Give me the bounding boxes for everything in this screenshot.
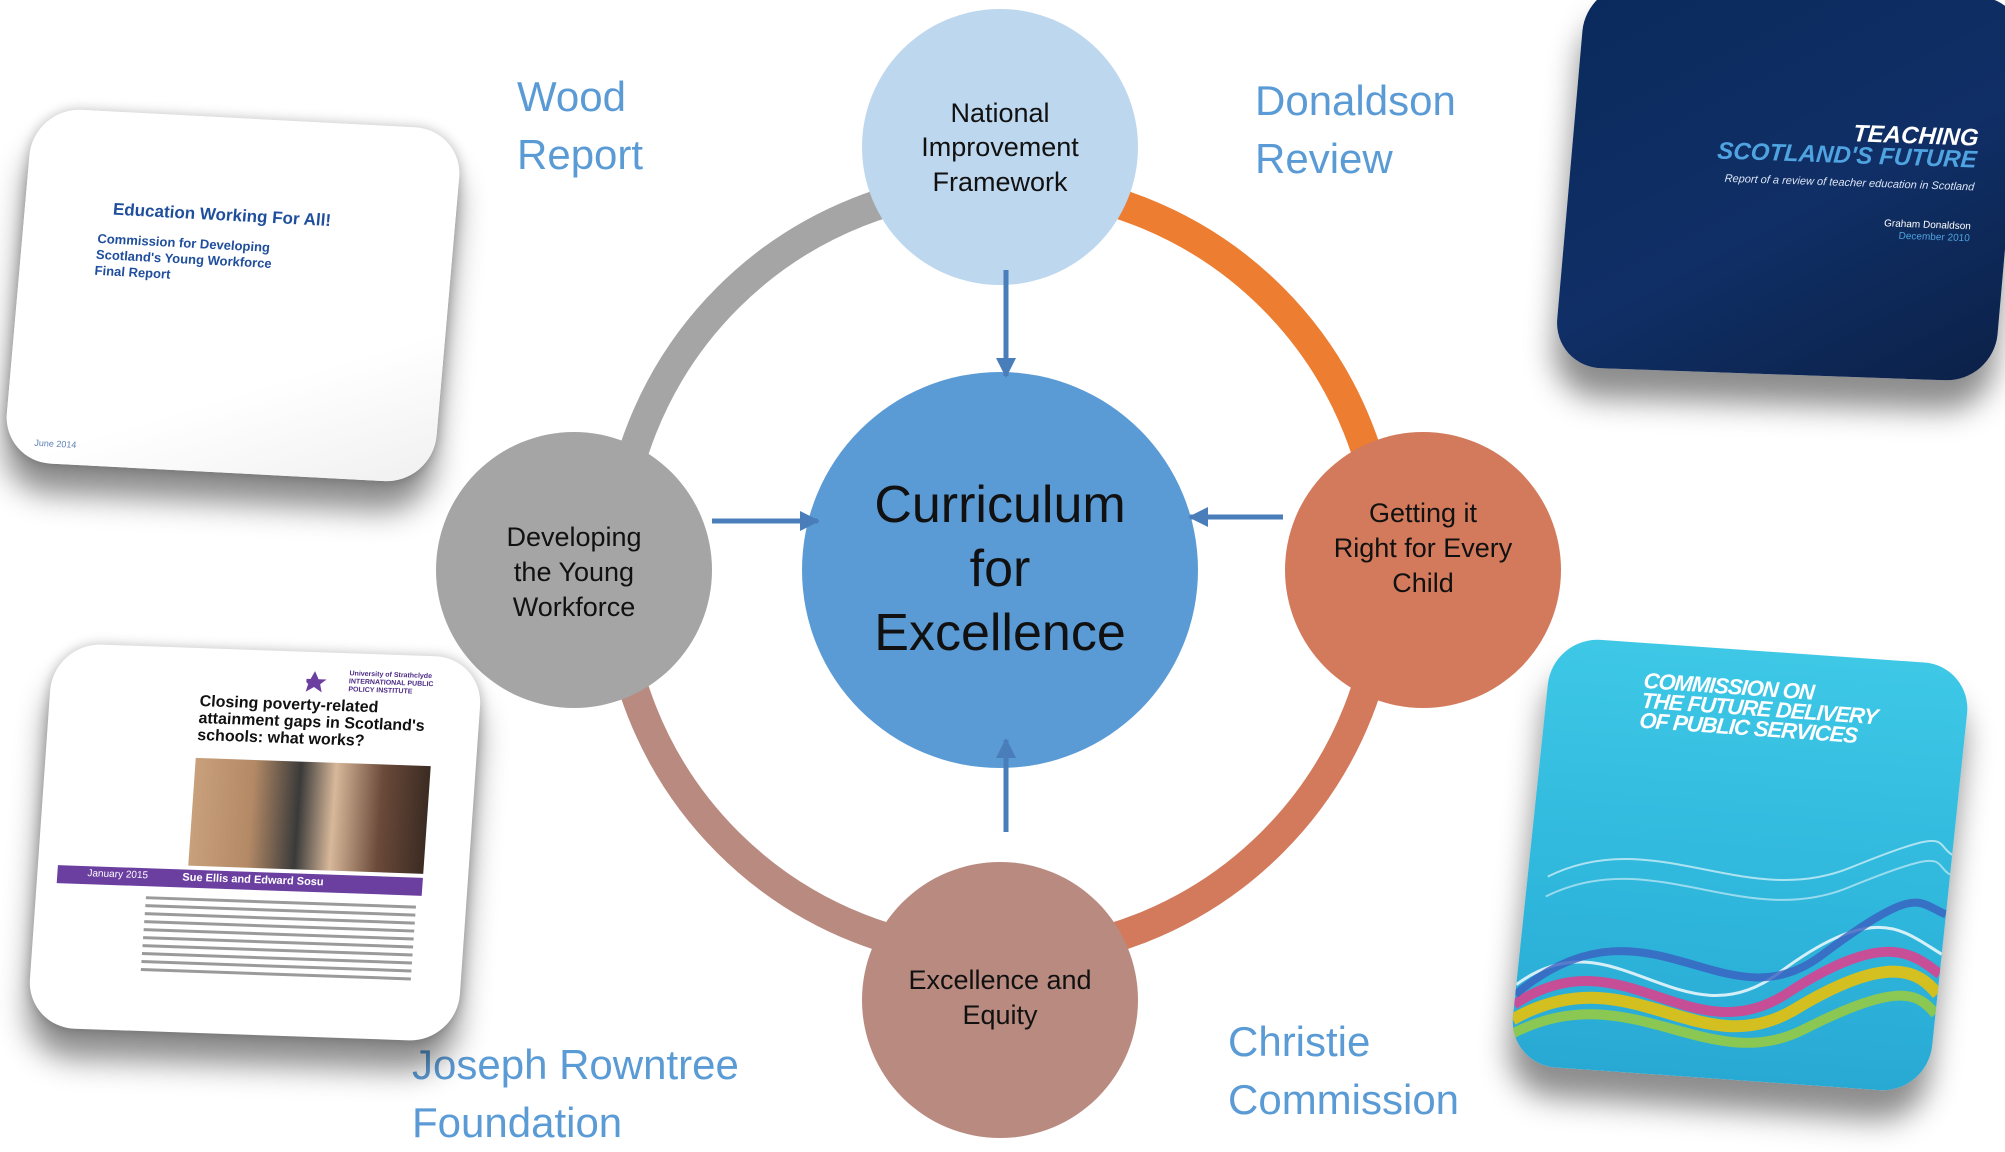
jrf-cover-title: Closing poverty-related attainment gaps … xyxy=(196,693,426,750)
node-left-line1: Developing xyxy=(506,522,641,552)
node-bottom-line1: Excellence and xyxy=(908,965,1091,995)
hub-circle xyxy=(802,372,1198,768)
jrf-cover-body-text xyxy=(140,896,416,985)
source-label-donaldson-review: Donaldson Review xyxy=(1255,77,1456,182)
donaldson-cover-author: Graham Donaldson xyxy=(1883,218,1972,233)
node-left-line2: the Young xyxy=(514,557,634,587)
jrf-cover-photo xyxy=(188,757,431,874)
hub-label-line1: Curriculum xyxy=(874,476,1125,534)
jrf-cover-logo-text: University of Strathclyde INTERNATIONAL … xyxy=(348,670,434,696)
christie-commission-cover: COMMISSION ON THE FUTURE DELIVERY OF PUB… xyxy=(1507,636,1973,1094)
jrf-cover-date: January 2015 xyxy=(87,868,149,882)
wood-report-cover-title: Education Working For All! xyxy=(112,199,332,231)
node-top-line1: National xyxy=(950,98,1049,128)
christie-cover-title: COMMISSION ON THE FUTURE DELIVERY OF PUB… xyxy=(1638,668,1879,748)
hub-label-line2: for xyxy=(970,540,1031,598)
donaldson-cover-subtitle: Report of a review of teacher education … xyxy=(1724,172,1975,194)
node-left-line3: Workforce xyxy=(513,592,636,622)
node-developing-young-workforce xyxy=(436,432,712,708)
node-right-line1: Getting it xyxy=(1369,498,1478,528)
node-national-improvement-framework xyxy=(862,9,1138,285)
source-label-joseph-rowntree-foundation: Joseph Rowntree Foundation xyxy=(412,1041,739,1146)
source-label-wood-report: Wood Report xyxy=(517,73,644,178)
jrf-report-cover: University of Strathclyde INTERNATIONAL … xyxy=(26,642,484,1043)
node-bottom-line2: Equity xyxy=(962,1000,1038,1030)
christie-cover-wave-graphic xyxy=(1508,839,1953,1048)
hub-label-line3: Excellence xyxy=(874,604,1125,662)
node-top-line2: Improvement xyxy=(921,132,1079,162)
node-right-line3: Child xyxy=(1392,568,1454,598)
source-label-christie-commission: Christie Commission xyxy=(1228,1018,1460,1123)
donaldson-review-cover: TEACHING SCOTLAND'S FUTURE Report of a r… xyxy=(1553,0,2005,382)
ippi-logo-icon xyxy=(305,671,327,693)
donaldson-cover-date: December 2010 xyxy=(1898,230,1971,245)
node-getting-it-right xyxy=(1285,432,1561,708)
wood-report-cover-date: June 2014 xyxy=(33,437,77,450)
node-right-line2: Right for Every xyxy=(1334,533,1513,563)
wood-report-cover: Education Working For All! Commission fo… xyxy=(2,107,464,484)
node-top-line3: Framework xyxy=(932,167,1068,197)
node-excellence-and-equity xyxy=(862,862,1138,1138)
wood-report-cover-subtitle: Commission for Developing Scotland's You… xyxy=(94,230,273,282)
